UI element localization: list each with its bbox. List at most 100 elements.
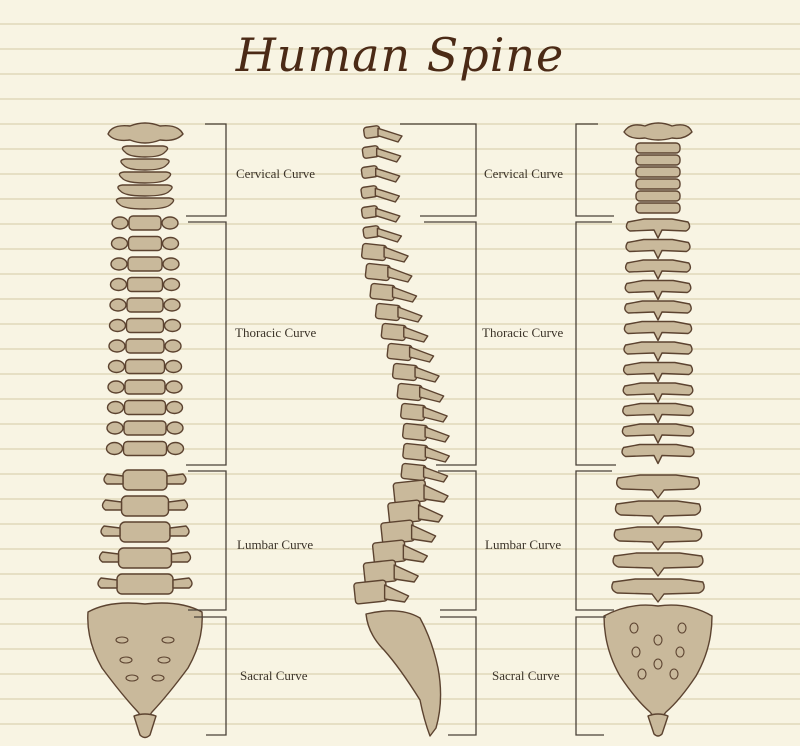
- sacral-foramen: [669, 668, 679, 680]
- sacral-foramen: [653, 658, 663, 670]
- vertebra-cervical-back: [635, 154, 681, 166]
- transverse-process: [166, 441, 185, 456]
- transverse-process: [110, 257, 128, 271]
- spinous-process: [414, 366, 440, 383]
- spinous-process: [422, 466, 449, 483]
- vertebra-side: [369, 282, 396, 302]
- vertebra-thoracic-back: [621, 423, 695, 444]
- spinous-process: [424, 446, 450, 463]
- bracket-side-lumbar: [438, 470, 477, 611]
- spinous-process: [375, 147, 402, 163]
- transverse-process: [161, 216, 179, 230]
- vertebra-lumbar-back: [614, 500, 702, 525]
- vertebra-thoracic-back: [624, 279, 692, 301]
- vertebra-thoracic-back: [622, 402, 694, 424]
- vertebra-lumbar-back: [613, 526, 703, 551]
- page-title: Human Spine: [235, 28, 565, 82]
- transverse-process: [106, 421, 124, 435]
- transverse-process: [107, 359, 126, 374]
- transverse-process: [105, 441, 124, 456]
- transverse-process: [163, 318, 182, 333]
- transverse-process: [108, 339, 126, 353]
- transverse-process: [170, 551, 192, 563]
- vertebra-side: [396, 382, 423, 402]
- spinous-process: [417, 504, 444, 523]
- vertebra-thoracic: [127, 256, 163, 272]
- vertebra-lumbar-back: [612, 552, 704, 577]
- label-side-lumbar: Lumbar Curve: [485, 537, 562, 552]
- transverse-process: [108, 318, 127, 333]
- transverse-process: [110, 236, 129, 251]
- transverse-process: [111, 216, 129, 230]
- bracket-back-sacral: [575, 616, 606, 736]
- spinous-process: [424, 426, 450, 443]
- vertebra-thoracic-back: [623, 320, 693, 342]
- sacrum-side: [365, 610, 442, 737]
- transverse-process: [162, 257, 180, 271]
- transverse-process: [164, 339, 182, 353]
- spinous-process: [422, 406, 448, 423]
- label-front-cervical: Cervical Curve: [236, 166, 316, 181]
- transverse-process: [98, 551, 120, 563]
- sacral-foramen: [629, 622, 639, 634]
- spinous-process: [377, 127, 403, 143]
- vertebra-thoracic: [122, 440, 168, 457]
- vertebra-side: [391, 362, 419, 382]
- transverse-process: [103, 473, 124, 485]
- spinous-process: [393, 564, 419, 583]
- vertebra-side: [402, 442, 429, 462]
- transverse-process: [97, 577, 118, 589]
- vertebra-thoracic: [124, 379, 166, 395]
- vertebra-thoracic: [127, 235, 163, 252]
- vertebra-thoracic: [126, 276, 164, 293]
- spinous-process: [391, 286, 418, 303]
- label-side-sacral: Sacral Curve: [492, 668, 560, 683]
- vertebra-thoracic-back: [625, 218, 691, 239]
- vertebra-lumbar: [116, 573, 174, 595]
- sacrum-back: [603, 604, 713, 723]
- transverse-process: [164, 359, 183, 374]
- vertebra-cervical-back: [635, 202, 681, 214]
- sacrum: [87, 602, 203, 723]
- label-front-lumbar: Lumbar Curve: [237, 537, 314, 552]
- label-side-thoracic: Thoracic Curve: [482, 325, 564, 340]
- transverse-process: [161, 236, 180, 251]
- bracket-side-sacral: [440, 616, 477, 736]
- spinous-process: [397, 306, 423, 323]
- transverse-process: [166, 421, 184, 435]
- spinous-process: [376, 227, 403, 243]
- bracket-front-thoracic: [186, 221, 227, 466]
- brackets-front: [186, 123, 227, 736]
- vertebra-thoracic: [124, 358, 166, 375]
- transverse-process: [162, 277, 181, 292]
- vertebra-cervical-back: [635, 178, 681, 190]
- sacral-foramen: [653, 634, 663, 646]
- transverse-process: [101, 499, 123, 511]
- sacral-foramen: [161, 636, 175, 644]
- vertebra-thoracic-back: [624, 300, 692, 321]
- vertebra-thoracic: [123, 399, 167, 416]
- coccyx-back: [647, 713, 669, 737]
- transverse-process: [165, 380, 183, 394]
- vertebra-side: [353, 579, 389, 605]
- transverse-process: [100, 525, 121, 537]
- vertebra-cervical: [117, 184, 173, 197]
- spinous-process: [402, 544, 429, 563]
- vertebra-side: [400, 402, 427, 422]
- vertebra-thoracic: [123, 420, 167, 436]
- vertebra-cervical: [120, 158, 170, 171]
- vertebra-thoracic-back: [624, 259, 692, 280]
- bracket-side-cervical: [400, 123, 477, 217]
- vertebra-thoracic: [126, 297, 164, 313]
- spinous-process: [408, 346, 435, 363]
- transverse-process: [166, 473, 187, 485]
- sacral-foramen: [119, 656, 133, 664]
- vertebra-side: [364, 262, 391, 282]
- bracket-front-sacral: [194, 616, 227, 736]
- vertebra-side: [401, 422, 429, 442]
- spinous-process: [374, 187, 401, 203]
- vertebra-lumbar-back: [615, 474, 701, 499]
- spine-side-view: [353, 125, 450, 737]
- bracket-back-lumbar: [575, 470, 614, 611]
